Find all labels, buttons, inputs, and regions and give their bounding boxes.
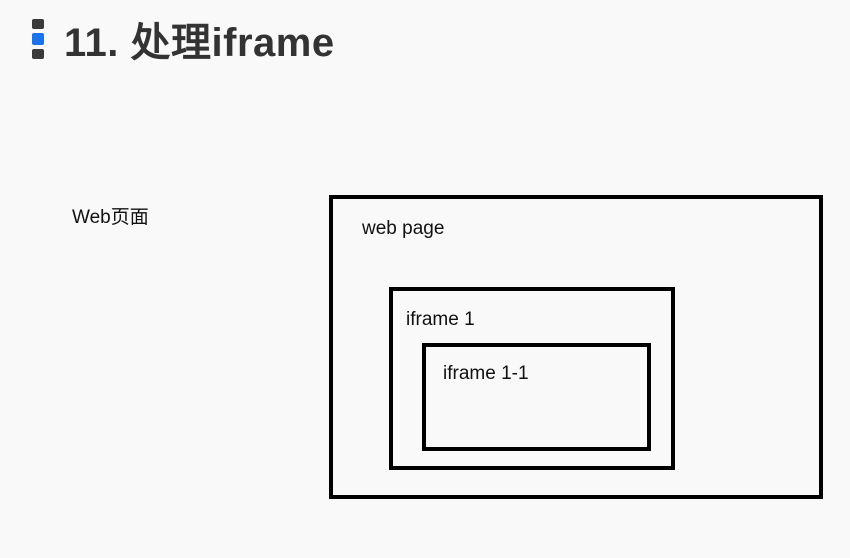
page-title: 11. 处理iframe [64,21,335,65]
web-page-label: web page [362,218,445,239]
title-bar: 11. 处理iframe [32,14,335,65]
marker-bottom-segment [32,49,44,59]
iframe-1-box: iframe 1 [389,287,675,470]
iframe-1-1-label: iframe 1-1 [443,363,529,384]
web-page-box: web page [329,195,823,499]
iframe-1-label: iframe 1 [406,309,475,330]
title-marker-icon [32,17,44,61]
marker-middle-segment [32,33,44,45]
marker-top-segment [32,19,44,29]
iframe-1-1-box: iframe 1-1 [422,343,651,451]
web-page-caption: Web页面 [72,207,149,228]
